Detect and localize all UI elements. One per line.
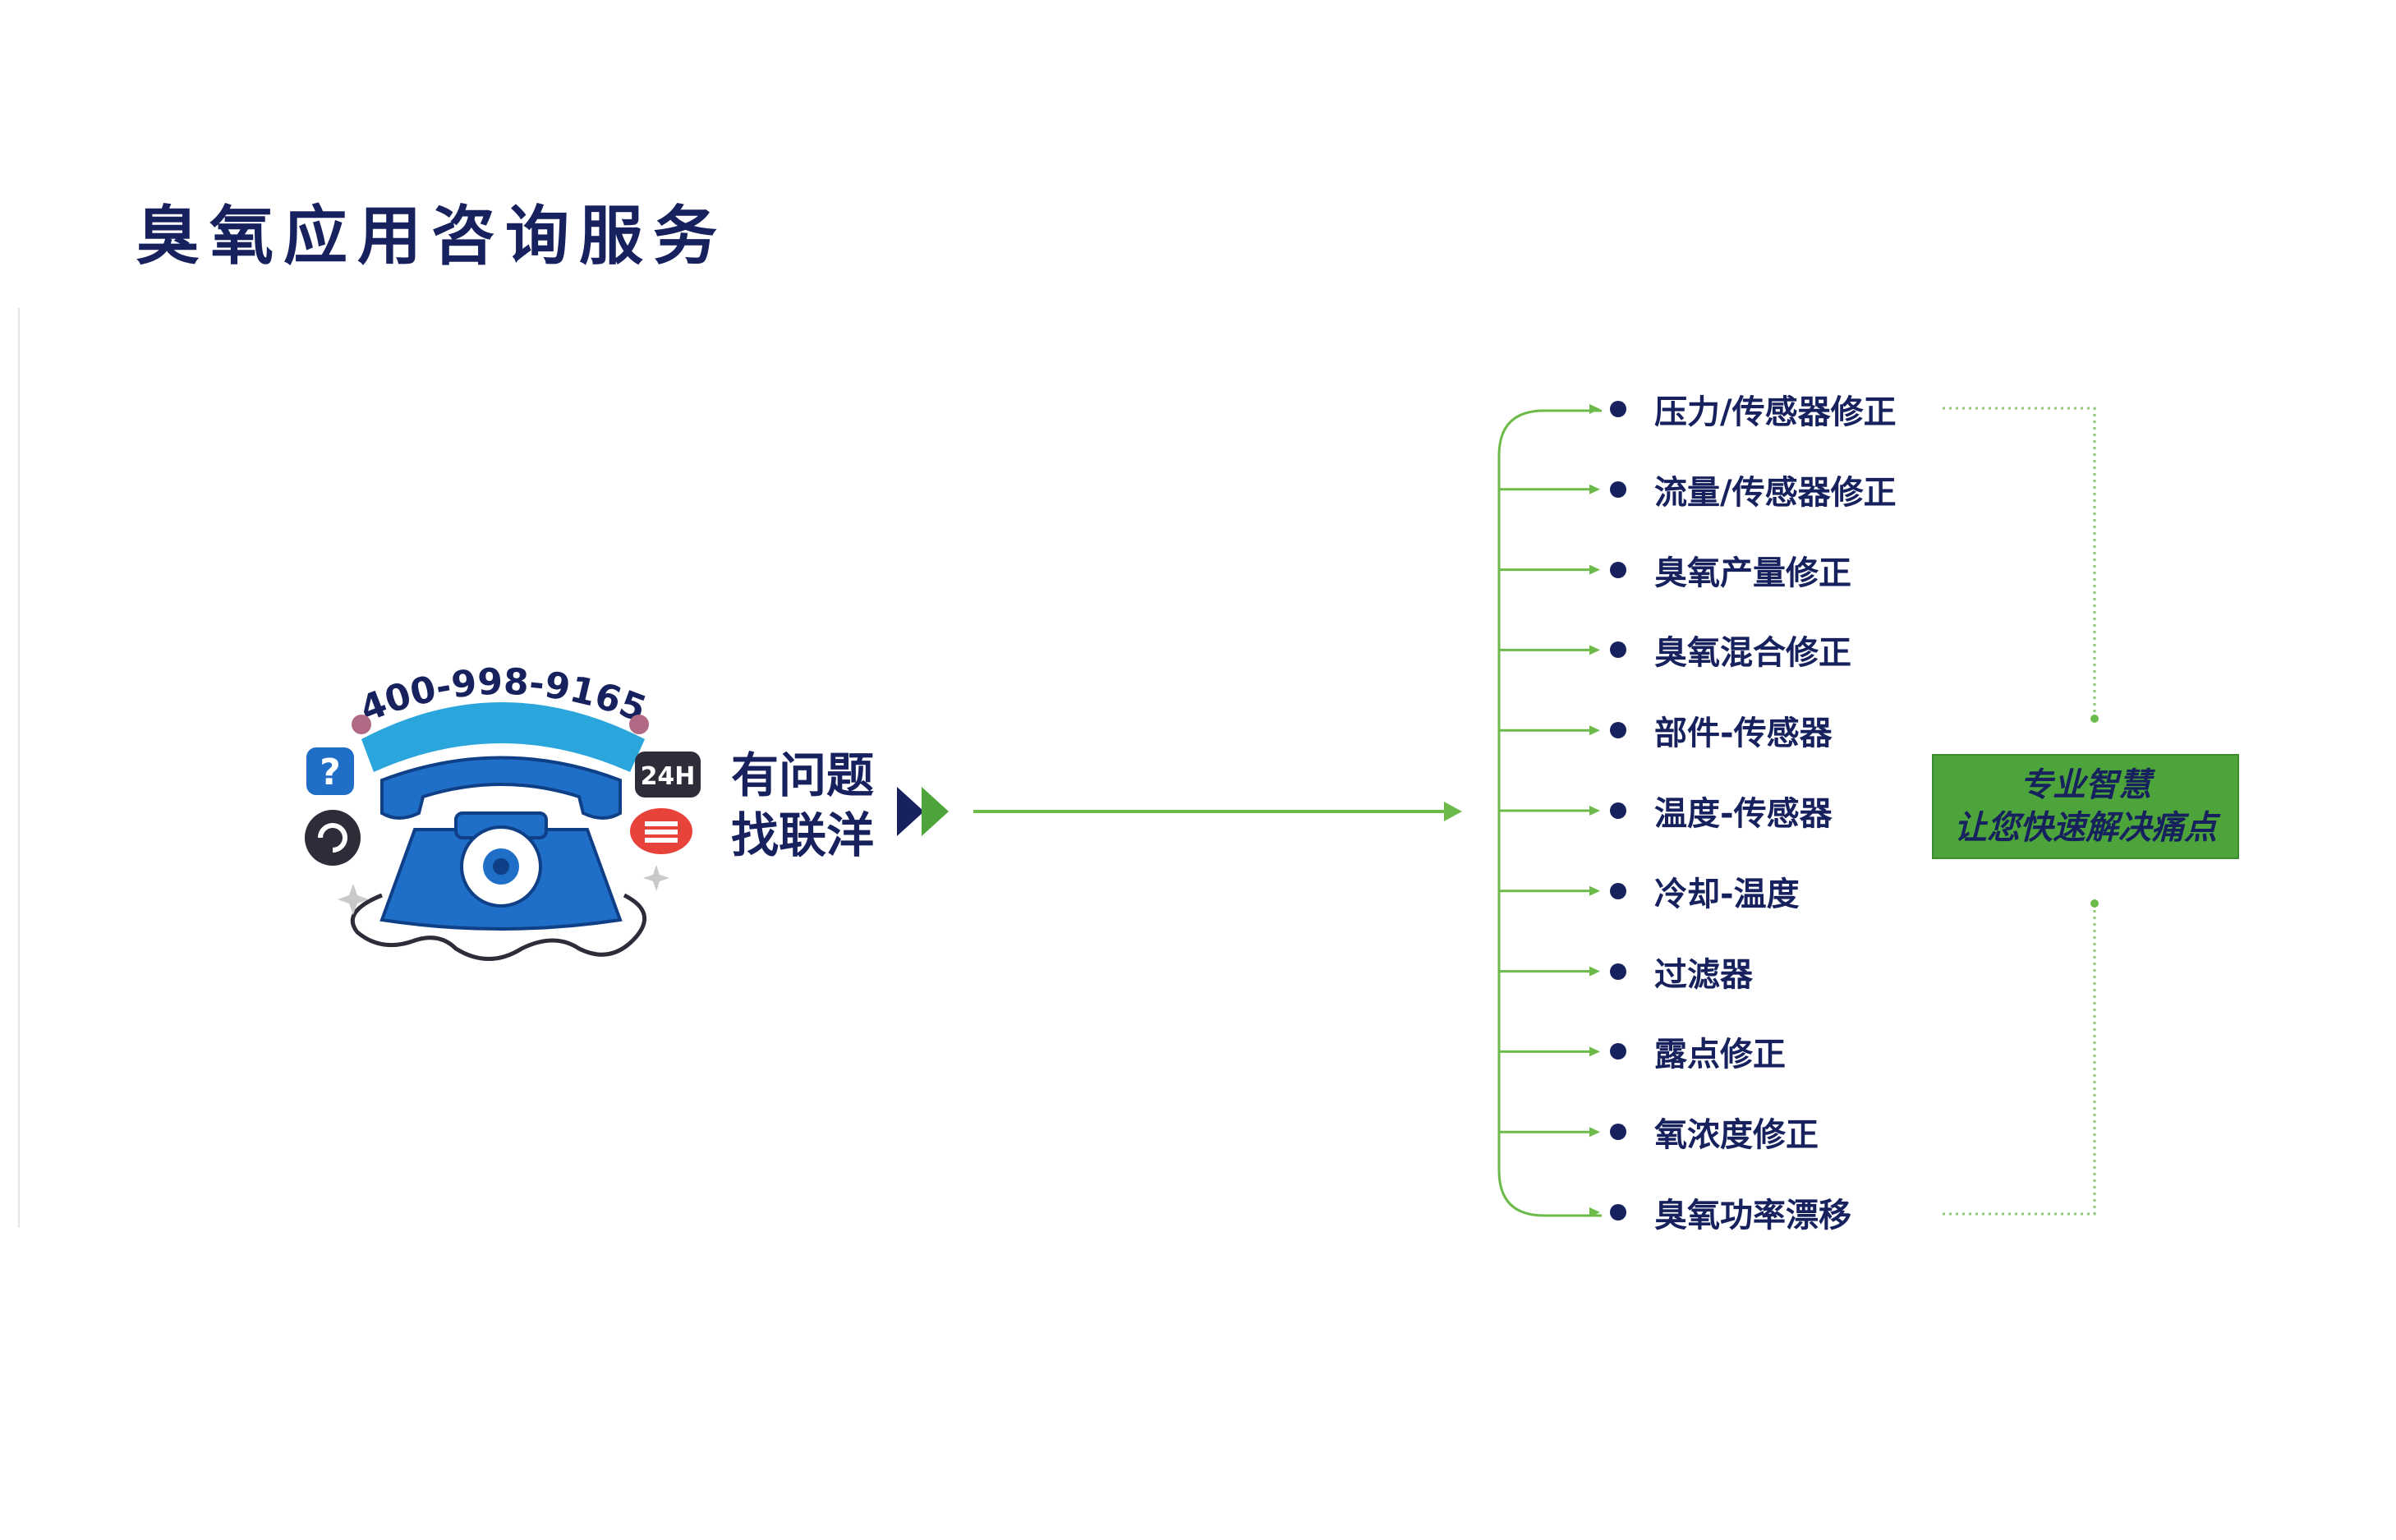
list-item: 氧浓度修正	[1610, 1107, 1819, 1156]
list-item-label: 过滤器	[1654, 955, 1753, 994]
dotted-line-top	[1943, 407, 2096, 719]
dotted-end-top	[2090, 715, 2099, 723]
dotted-line-bottom	[1943, 903, 2096, 1216]
bullet-dot	[1610, 480, 1626, 498]
branch-arrow-icon	[1589, 484, 1600, 494]
result-line-1: 专业智慧	[2020, 766, 2151, 804]
list-item: 部件-传感器	[1610, 706, 1833, 755]
branch-arrow-icon	[1589, 645, 1600, 655]
branch-arrow-icon	[1589, 966, 1600, 977]
left-divider	[18, 308, 20, 1228]
bullet-dot	[1610, 722, 1626, 739]
branch-arrow-icon	[1589, 806, 1600, 816]
list-item-label: 臭氧产量修正	[1654, 554, 1851, 592]
bullet-dot	[1610, 641, 1626, 659]
bullet-dot	[1610, 802, 1626, 819]
tagline-line-1: 有问题	[731, 747, 875, 803]
tagline-line-2: 找联洋	[731, 807, 875, 863]
badge-24h: 24H	[641, 762, 696, 791]
list-item-label: 压力/传感器修正	[1654, 393, 1897, 431]
list-item-label: 臭氧混合修正	[1654, 634, 1851, 673]
dotted-end-bottom	[2090, 899, 2099, 908]
bracket-line	[1497, 409, 1602, 1217]
play-arrow-icon	[897, 787, 924, 836]
branch-arrow-icon	[1589, 404, 1600, 414]
bullet-dot	[1610, 1204, 1626, 1221]
bullet-dot	[1610, 963, 1626, 980]
branch-arrow-icon	[1589, 725, 1600, 736]
tagline: 有问题 找联洋	[731, 746, 874, 866]
list-item: 冷却-温度	[1610, 867, 1800, 916]
list-item: 温度-传感器	[1610, 786, 1833, 835]
list-item-label: 露点修正	[1654, 1036, 1786, 1074]
result-line-2: 让您快速解决痛点	[1954, 809, 2217, 847]
telephone-icon: 400-998-9165 ? 24H	[305, 661, 701, 961]
bullet-dot	[1610, 1043, 1626, 1060]
list-item: 压力/传感器修正	[1610, 384, 1897, 434]
list-item-label: 流量/传感器修正	[1654, 473, 1897, 512]
list-item-label: 温度-传感器	[1654, 795, 1833, 833]
bullet-dot	[1610, 882, 1626, 899]
branch-arrow-icon	[1589, 1207, 1600, 1217]
list-item: 流量/传感器修正	[1610, 465, 1897, 514]
list-item: 臭氧混合修正	[1610, 625, 1851, 674]
list-item: 臭氧产量修正	[1610, 545, 1851, 595]
branch-arrow-icon	[1589, 885, 1600, 896]
list-item: 臭氧功率漂移	[1610, 1188, 1851, 1237]
branch-arrow-icon	[1589, 1046, 1600, 1057]
branch-arrow-icon	[1589, 564, 1600, 575]
bullet-dot	[1610, 561, 1626, 578]
list-item-label: 氧浓度修正	[1654, 1116, 1819, 1155]
svg-text:?: ?	[320, 752, 341, 793]
bullet-dot	[1610, 401, 1626, 417]
main-arrow-head-icon	[1444, 802, 1462, 821]
branch-arrow-icon	[1589, 1127, 1600, 1138]
item-branches	[1499, 404, 1600, 1217]
list-item-label: 部件-传感器	[1654, 715, 1833, 753]
list-item: 过滤器	[1610, 947, 1753, 996]
list-item-label: 臭氧功率漂移	[1654, 1197, 1851, 1234]
bullet-dot	[1610, 1124, 1626, 1141]
page-title: 臭氧应用咨询服务	[136, 200, 728, 274]
telephone-illustration: 400-998-9165 ? 24H	[292, 649, 719, 969]
list-item: 露点修正	[1610, 1027, 1786, 1076]
list-item-label: 冷却-温度	[1654, 875, 1800, 913]
result-box: 专业智慧 让您快速解决痛点	[1932, 754, 2239, 859]
play-arrow-green-icon	[922, 787, 949, 836]
